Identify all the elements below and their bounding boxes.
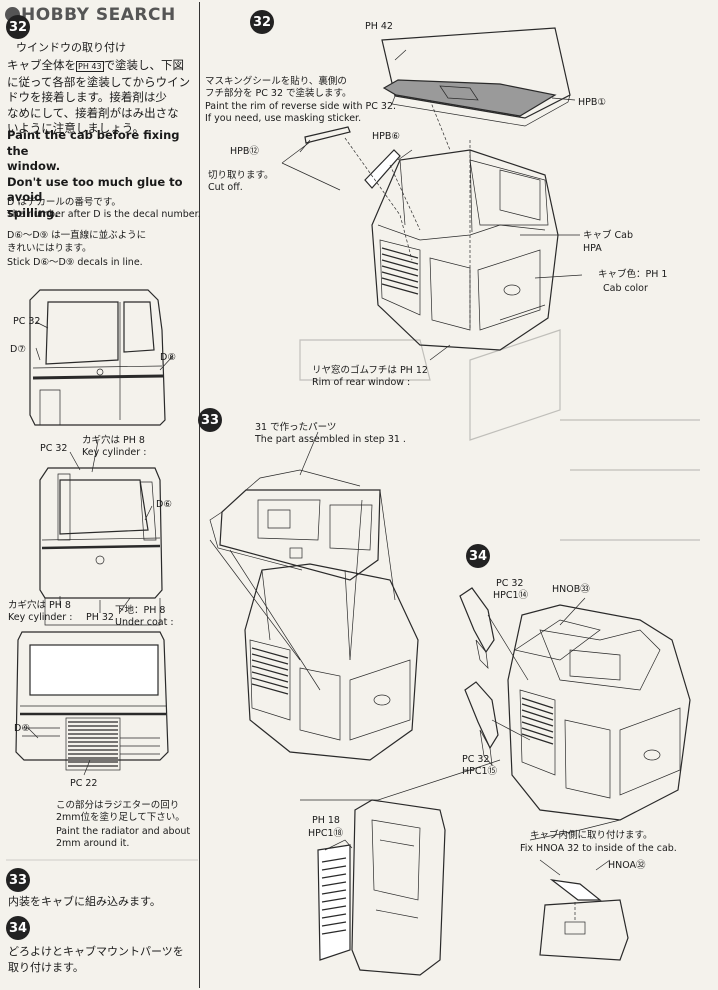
label-hnoa32: HNOA㉜ — [608, 860, 646, 871]
label-pc32-b: PC 32 — [40, 443, 68, 454]
cutoff-note-en: Cut off. — [208, 182, 243, 193]
step-34-text-1: どろよけとキャブマウントパーツを — [8, 945, 184, 958]
label-hpc1-14: HPC1⑭ — [493, 590, 529, 601]
inside-note-jp: キャブ内側に取り付けます。 — [530, 830, 653, 841]
label-d9: D⑨ — [14, 723, 30, 734]
masking-note-en-2: If you need, use masking sticker. — [205, 113, 362, 124]
inside-note-en: Fix HNOA 32 to inside of the cab. — [520, 843, 677, 854]
label-pc32-hpc1-15: PC 32 — [462, 754, 490, 765]
step-34-badge-left: 34 — [6, 916, 30, 940]
masking-note-en-1: Paint the rim of reverse side with PC 32… — [205, 101, 397, 112]
label-key-cylinder-jp-2: カギ穴は PH 8 — [8, 600, 71, 611]
step-33-part-en: The part assembled in step 31 . — [255, 434, 406, 445]
window-part-hpb — [381, 27, 571, 127]
cab-label-jp: キャブ Cab — [583, 230, 634, 241]
step-34-text-2: 取り付けます。 — [8, 961, 84, 974]
masking-note-jp-2: フチ部分を PC 32 で塗装します。 — [205, 88, 352, 99]
label-hpb1: HPB① — [578, 97, 606, 108]
label-ph18: PH 18 — [312, 815, 340, 826]
label-key-cylinder-jp-1: カギ穴は PH 8 — [82, 435, 145, 446]
cutoff-note-jp: 切り取ります。 — [208, 170, 274, 181]
label-hpb12: HPB⑫ — [230, 146, 259, 157]
label-pc32-hpc1-14: PC 32 — [496, 578, 524, 589]
cab-front-view — [15, 631, 169, 771]
cab-step33 — [244, 563, 419, 761]
cab-color-en: Cab color — [603, 283, 648, 294]
label-undercoat-jp: 下地：PH 8 — [115, 605, 166, 616]
cab-label-code: HPA — [583, 243, 602, 254]
label-d8: D⑧ — [160, 352, 176, 363]
decal-note-jp: D はデカールの番号です。 — [7, 197, 121, 208]
radiator-note-jp-2: 2mm位を塗り足して下さい。 — [56, 812, 185, 823]
radiator-note-en-2: 2mm around it. — [56, 838, 130, 849]
mudguard-hpc1-15 — [464, 681, 499, 767]
left-cab-drawings — [6, 289, 198, 861]
step-32-badge-right: 32 — [250, 10, 274, 34]
mudguard-hpc1-14 — [459, 587, 495, 669]
cab-side-view-1 — [29, 289, 166, 426]
label-key-cylinder-en-1: Key cylinder : — [82, 447, 147, 458]
label-undercoat-en: Under coat : — [115, 617, 174, 628]
step-32-title: ウインドウの取り付け — [16, 41, 126, 54]
part-hpb6 — [364, 149, 401, 189]
label-ph42: PH 42 — [365, 21, 393, 32]
step-33-badge-right: 33 — [198, 408, 222, 432]
label-pc22: PC 22 — [70, 778, 98, 789]
label-d7: D⑦ — [10, 344, 26, 355]
step-32-badge: 32 — [6, 15, 30, 39]
label-pc32-a: PC 32 — [13, 316, 41, 327]
interior-part-step31 — [209, 469, 381, 581]
decal-line-jp-1: D⑥～D⑨ は一直線に並ぶように — [7, 230, 147, 241]
decal-line-en: Stick D⑥～D⑨ decals in line. — [7, 257, 143, 268]
radiator-note-en-1: Paint the radiator and about — [56, 826, 191, 837]
background-bleed — [299, 329, 700, 541]
label-hpc1-18: HPC1⑱ — [308, 828, 344, 839]
step-34-badge-right: 34 — [466, 544, 490, 568]
label-hnob33: HNOB㉝ — [552, 584, 590, 595]
column-divider — [199, 2, 200, 988]
step-33-part-jp: 31 で作ったパーツ — [255, 422, 337, 433]
label-hpc1-15: HPC1⑮ — [462, 766, 498, 777]
step-32-en-text: Paint the cab before fixing the window. … — [7, 128, 183, 220]
cab-side-view-2 — [39, 467, 163, 626]
part-hpb12 — [304, 126, 351, 144]
label-ph32: PH 32 — [86, 612, 114, 623]
step-33-text: 内装をキャブに組み込みます。 — [8, 895, 161, 908]
cab-step34 — [507, 604, 691, 821]
logo-text: HOBBY SEARCH — [21, 5, 176, 25]
label-d6: D⑥ — [156, 499, 172, 510]
decal-line-jp-2: きれいにはります。 — [7, 243, 92, 254]
detail-hnoa-inside — [539, 859, 629, 961]
step-33-badge-left: 33 — [6, 868, 30, 892]
part-hnob33 — [514, 619, 601, 661]
label-key-cylinder-en-2: Key cylinder : — [8, 612, 73, 623]
detail-cab-interior-corner — [317, 799, 446, 976]
cab-hpa — [371, 149, 559, 351]
decal-note-en: The number after D is the decal number. — [7, 209, 201, 220]
label-hpb6: HPB⑥ — [372, 131, 400, 142]
radiator-note-jp-1: この部分はラジエターの回り — [56, 800, 180, 811]
rear-window-en: Rim of rear window : — [312, 377, 411, 388]
rear-window-jp: リヤ窓のゴムフチは PH 12 — [312, 365, 428, 376]
masking-note-jp-1: マスキングシールを貼り、裏側の — [205, 76, 347, 87]
cab-color-jp: キャブ色：PH 1 — [598, 269, 668, 280]
